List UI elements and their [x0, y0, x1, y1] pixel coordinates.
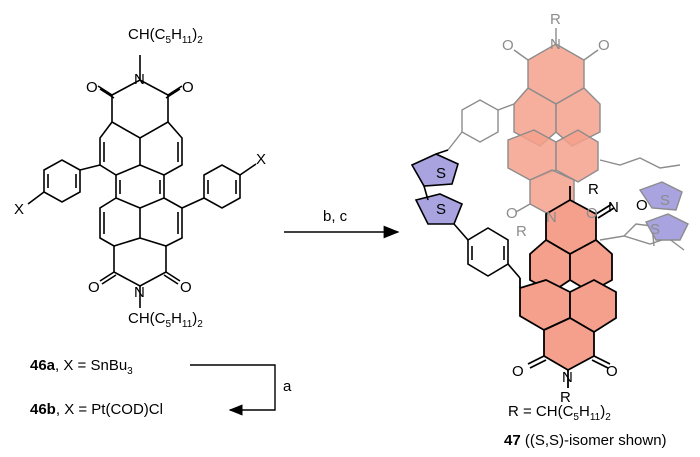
r-group-definition: R = CH(C5H11)2 — [508, 403, 611, 423]
compound-id-46b: 46b — [30, 401, 56, 418]
atom-o-back-lower-left: O — [506, 205, 518, 222]
atom-n-top: N — [134, 71, 145, 88]
atom-o-bottom-right: O — [180, 279, 192, 296]
compound-47-front-thiophenes — [410, 153, 464, 225]
atom-n-bottom: N — [134, 284, 145, 301]
atom-o-top-right: O — [182, 79, 194, 96]
atom-r-front-top: R — [588, 181, 599, 198]
atom-o-bottom-left: O — [88, 279, 100, 296]
reaction-conditions-main: b, c — [323, 208, 348, 225]
atom-o-front-bottom-left: O — [512, 363, 524, 380]
atom-o-front-bottom-right: O — [606, 363, 618, 380]
atom-o-back-left: O — [502, 37, 514, 54]
compound-sub-46a: 3 — [127, 366, 133, 377]
compound-47-back-thiophenes — [638, 181, 689, 241]
compound-47-caption: 47 ((S,S)-isomer shown) — [504, 432, 667, 449]
atom-x-right: X — [256, 151, 266, 168]
atom-n-front-top: N — [608, 199, 619, 216]
compound-note-47: ((S,S)-isomer shown) — [520, 432, 667, 449]
compound-id-46a: 46a — [30, 357, 56, 374]
atom-n-front-bottom: N — [562, 369, 573, 386]
atom-x-left: X — [14, 201, 24, 218]
atom-o-back-lower-right: O — [586, 205, 598, 222]
atom-s-front-1: S — [436, 165, 446, 182]
compound-47-atoms: R O N O S S O N R O S S R N O O N O R — [436, 11, 670, 406]
compound-label-46b: 46b, X = Pt(COD)Cl — [30, 401, 163, 418]
compound-desc-46b: , X = Pt(COD)Cl — [55, 401, 163, 418]
atom-s-back-2: S — [650, 221, 660, 238]
compound-47-front-linkers — [423, 149, 521, 279]
atom-o-front-top: O — [636, 197, 648, 214]
reaction-conditions-a: a — [283, 378, 292, 395]
left-top-substituent: CH(C5H11)2 — [128, 26, 203, 46]
atom-o-top-left: O — [86, 79, 98, 96]
atom-o-back-right: O — [598, 37, 610, 54]
compound-47-front-pdi — [519, 186, 617, 388]
reaction-arrow-step-a — [190, 364, 276, 416]
atom-n-back: N — [550, 36, 561, 53]
atom-r-top: R — [550, 11, 561, 28]
compound-label-46a: 46a, X = SnBu3 — [30, 357, 133, 377]
compound-id-47: 47 — [504, 432, 521, 449]
compound-46-structure — [27, 55, 257, 308]
atom-r-front-bottom: R — [560, 389, 571, 406]
compound-46-atoms: O O N O O N X X — [14, 71, 266, 301]
left-bottom-substituent: CH(C5H11)2 — [128, 310, 203, 330]
atom-n-back-lower: N — [546, 209, 557, 226]
atom-s-back-1: S — [660, 192, 670, 209]
atom-r-back-lower: R — [516, 223, 527, 240]
atom-s-front-2: S — [436, 201, 446, 218]
compound-desc-46a: , X = SnBu — [55, 357, 128, 374]
